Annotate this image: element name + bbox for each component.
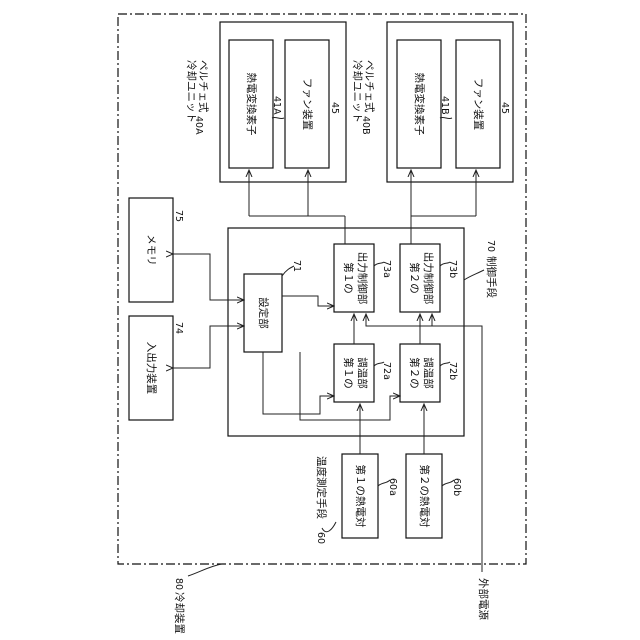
io-device-ref: 74 bbox=[173, 322, 184, 334]
wire-setting-73a bbox=[282, 296, 334, 306]
output-controller-73b-line1: 第２の bbox=[408, 262, 421, 294]
unit-40a-ref: 40A bbox=[193, 116, 204, 135]
memory-ref: 75 bbox=[173, 210, 184, 222]
temp-controller-72b-line2: 調温部 bbox=[422, 357, 435, 389]
element-41b-label: 熱電変換素子 bbox=[413, 73, 426, 136]
element-41a-label: 熱電変換素子 bbox=[245, 73, 258, 136]
thermocouple-60b-label: 第２の熱電対 bbox=[418, 465, 431, 528]
unit-40b-label-line1: ペルチェ式 bbox=[363, 60, 376, 113]
fan-45b-ref: 45 bbox=[499, 102, 510, 114]
fan-45a-ref: 45 bbox=[329, 102, 340, 114]
cooling-device-leader bbox=[188, 564, 222, 576]
fan-45b-label: ファン装置 bbox=[472, 78, 485, 131]
setting-ref: 71 bbox=[291, 260, 302, 272]
unit-40b-label-line2: 冷却ユニット bbox=[351, 60, 364, 123]
temp-controller-72b-ref: 72b bbox=[447, 362, 458, 380]
temp-measure-leader bbox=[322, 522, 336, 532]
leader-70 bbox=[464, 270, 484, 280]
unit-40b-ref: 40B bbox=[360, 116, 371, 135]
leader-41a bbox=[272, 117, 284, 118]
temp-measure-label: 温度測定手段 bbox=[315, 456, 328, 519]
fan-45a-label: ファン装置 bbox=[301, 78, 314, 131]
temp-controller-72a-line1: 第１の bbox=[342, 357, 355, 389]
element-41a-ref: 41A bbox=[271, 96, 282, 115]
output-controller-73a-line2: 出力制御部 bbox=[356, 252, 369, 305]
output-controller-73a-line1: 第１の bbox=[342, 262, 355, 294]
unit-40a-label-line2: 冷却ユニット bbox=[185, 60, 198, 123]
setting-label: 設定部 bbox=[257, 297, 270, 329]
thermocouple-60a-label: 第１の熱電対 bbox=[354, 465, 367, 528]
output-controller-73b-line2: 出力制御部 bbox=[422, 252, 435, 305]
temp-controller-72a-line2: 調温部 bbox=[356, 357, 369, 389]
element-41b-ref: 41B bbox=[439, 96, 450, 115]
leader-41b bbox=[440, 117, 452, 118]
io-device-label: 入出力装置 bbox=[145, 342, 158, 395]
memory-label: メモリ bbox=[145, 234, 157, 266]
external-power-label: 外部電源 bbox=[477, 578, 490, 620]
control-means-label: 制御手段 bbox=[485, 256, 498, 298]
temp-controller-72a-ref: 72a bbox=[381, 362, 392, 380]
wire-setting-72a bbox=[263, 352, 334, 414]
temp-controller-72b-line1: 第２の bbox=[408, 357, 421, 389]
cooling-device-label: 冷却装置 bbox=[173, 592, 186, 634]
cooling-device-ref: 80 bbox=[173, 578, 184, 590]
control-means-ref: 70 bbox=[485, 240, 496, 252]
unit-40a-label-line1: ペルチェ式 bbox=[197, 60, 210, 113]
wire-memory-setting bbox=[173, 254, 244, 300]
temp-measure-ref: 60 bbox=[315, 532, 326, 544]
